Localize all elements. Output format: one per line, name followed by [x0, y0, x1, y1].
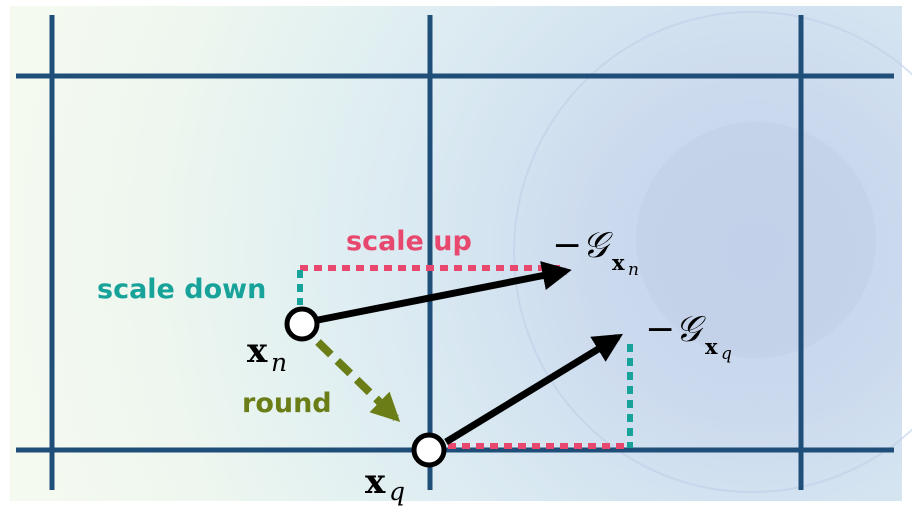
gradient-label-xn-subscript-base: x [612, 250, 625, 275]
gradient-arrow-xq [444, 333, 624, 445]
xn-label-subscript: n [271, 348, 287, 377]
gradient-label-xq-subscript-base: x [705, 334, 718, 359]
xn-label: x n [247, 331, 287, 377]
xq-label-base: x [365, 462, 386, 502]
contour-ring-outer [513, 11, 912, 493]
quantization-grid [16, 15, 894, 490]
gradient-label-xq-prefix: −𝒢 [645, 309, 706, 350]
point-xn [284, 306, 320, 342]
gradient-label-xn-subscript-index: n [628, 260, 639, 280]
gradient-arrow-xn [317, 261, 572, 324]
round-arrow [315, 339, 401, 423]
scale-up-label: scale up [346, 226, 472, 257]
round-label: round [242, 388, 332, 419]
contour-ring-inner [636, 122, 876, 358]
scale-down-label: scale down [97, 274, 266, 305]
gradient-label-xn-prefix: −𝒢 [552, 225, 613, 266]
xn-label-base: x [247, 331, 268, 371]
gradient-label-xn: −𝒢 x n [552, 225, 639, 280]
gradient-label-xq: −𝒢 x q [645, 309, 732, 364]
gradient-label-xq-subscript-index: q [721, 344, 732, 364]
point-xq [411, 432, 447, 468]
xq-label: x q [365, 462, 405, 506]
xq-label-subscript: q [389, 477, 405, 506]
